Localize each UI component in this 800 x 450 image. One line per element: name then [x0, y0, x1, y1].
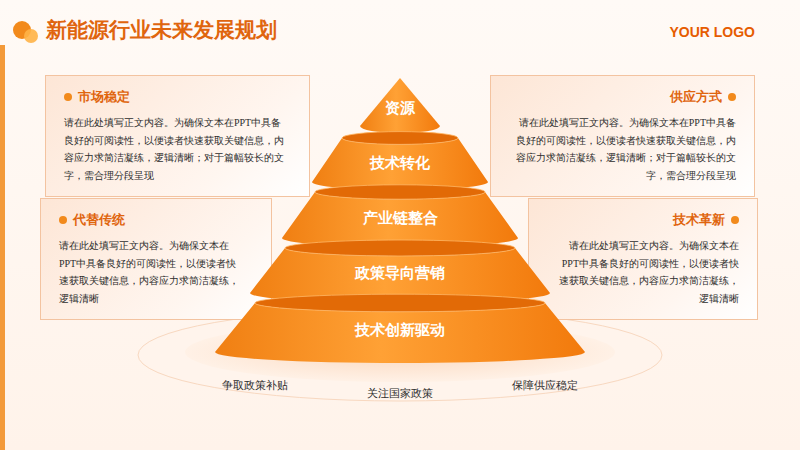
bullet-dot: [64, 93, 72, 101]
panel-heading: 技术革新: [673, 211, 725, 229]
panel-body: 请在此处填写正文内容。为确保文本在PPT中具备良好的可阅读性，以便读者快速获取关…: [59, 237, 245, 307]
layer-label: 政策导向营销: [250, 264, 550, 283]
side-bar: [0, 45, 5, 450]
cone-body: [312, 138, 488, 190]
cone-body: [360, 78, 440, 133]
text-panel: 供应方式请在此处填写正文内容。为确保文本在PPT中具备良好的可阅读性，以便读者快…: [490, 75, 755, 197]
title: 新能源行业未来发展规划: [46, 16, 277, 44]
panel-heading-row: 市场稳定: [64, 88, 291, 106]
bullet-dot: [728, 93, 736, 101]
panel-heading-row: 供应方式: [509, 88, 736, 106]
layer-label: 资源: [360, 99, 440, 118]
text-panel: 市场稳定请在此处填写正文内容。为确保文本在PPT中具备良好的可阅读性，以便读者快…: [45, 75, 310, 197]
cone-top: [285, 240, 515, 256]
bullet-dot: [59, 216, 67, 224]
base-label: 争取政策补贴: [222, 378, 288, 393]
text-panel: 代替传统请在此处填写正文内容。为确保文本在PPT中具备良好的可阅读性，以便读者快…: [40, 198, 272, 320]
cone-body: [282, 192, 518, 247]
logo-text: YOUR LOGO: [669, 24, 755, 40]
panel-heading-row: 代替传统: [59, 211, 245, 229]
base-label: 保障供应稳定: [512, 378, 578, 393]
panel-heading: 供应方式: [670, 88, 722, 106]
layer-label: 技术转化: [312, 154, 488, 173]
title-dot: [24, 29, 38, 43]
pyramid-layer: 资源: [360, 76, 440, 133]
panel-body: 请在此处填写正文内容。为确保文本在PPT中具备良好的可阅读性，以便读者快速获取关…: [64, 114, 291, 184]
layer-label: 产业链整合: [282, 209, 518, 228]
pyramid-layer: 技术创新驱动: [215, 292, 585, 363]
pyramid-layer: 产业链整合: [282, 183, 518, 247]
base-label: 关注国家政策: [367, 386, 433, 401]
cone-top: [255, 294, 545, 312]
panel-heading-row: 技术革新: [555, 211, 739, 229]
panel-body: 请在此处填写正文内容。为确保文本在PPT中具备良好的可阅读性，以便读者快速获取关…: [509, 114, 736, 184]
panel-heading: 市场稳定: [78, 88, 130, 106]
panel-body: 请在此处填写正文内容。为确保文本在PPT中具备良好的可阅读性，以便读者快速获取关…: [555, 237, 739, 307]
text-panel: 技术革新请在此处填写正文内容。为确保文本在PPT中具备良好的可阅读性，以便读者快…: [528, 198, 758, 320]
pyramid-layer: 技术转化: [312, 130, 488, 190]
cone-top: [342, 132, 458, 145]
cone-top: [315, 185, 485, 199]
pyramid-layer: 政策导向营销: [250, 238, 550, 303]
layer-label: 技术创新驱动: [215, 321, 585, 340]
bullet-dot: [731, 216, 739, 224]
panel-heading: 代替传统: [73, 211, 125, 229]
